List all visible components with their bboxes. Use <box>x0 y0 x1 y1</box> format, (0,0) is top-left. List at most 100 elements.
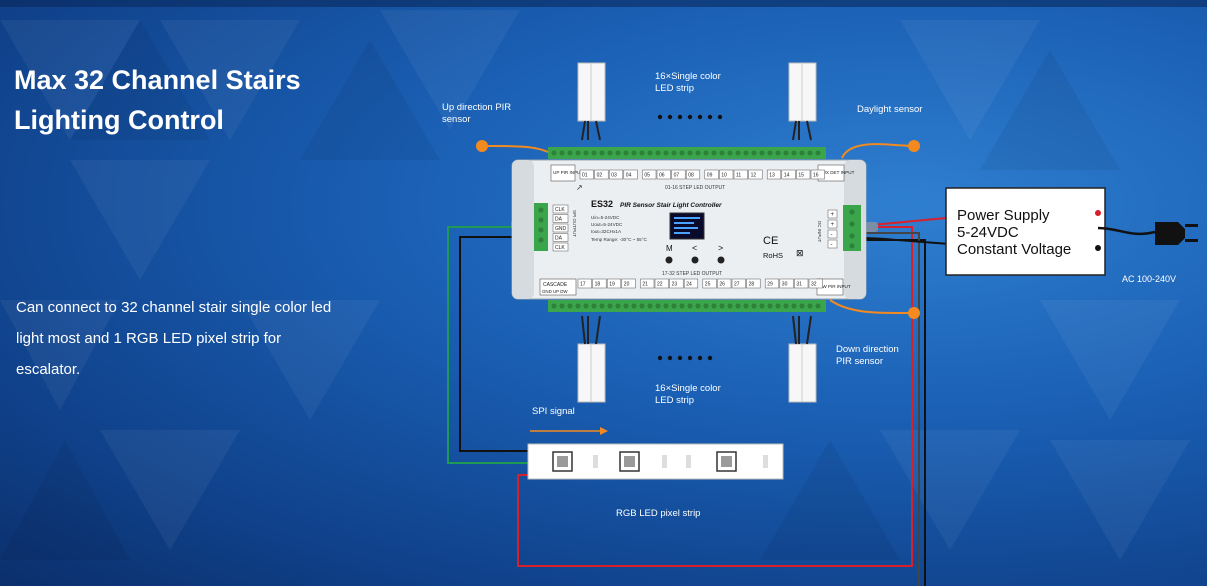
bottom-channel-label-box <box>669 278 684 289</box>
bottom-channel-label-box <box>577 278 592 289</box>
dc-pin-box <box>827 239 838 249</box>
led-strip-top-label: 16×Single color LED strip <box>655 71 721 94</box>
spi-pin-label: GND <box>555 226 567 232</box>
ac-plug-icon <box>1155 222 1198 245</box>
bottom-channel-label: 20 <box>624 282 630 288</box>
cursor-arrow-icon: ↗ <box>576 183 583 192</box>
top-channel-label-box <box>748 169 763 180</box>
power-wire-black <box>862 239 926 586</box>
daylight-sensor-cable <box>841 143 911 159</box>
top-channel-label: 06 <box>659 173 665 179</box>
top-channel-label: 05 <box>644 173 650 179</box>
bottom-channel-label-box <box>702 278 717 289</box>
ac-input-label: AC 100-240V <box>1122 274 1177 284</box>
weee-icon: ⊠ <box>796 249 804 259</box>
power-supply-box <box>945 187 1106 276</box>
up-pir-input-label: UP PIR INPUT <box>553 170 583 175</box>
top-channel-label: 07 <box>674 173 680 179</box>
spi-pin-box <box>552 204 569 214</box>
power-supply-line-1: Power Supply <box>957 207 1050 224</box>
spi-pin-box <box>552 233 569 242</box>
bottom-channel-label: 28 <box>749 282 755 288</box>
ac-cable <box>1097 226 1156 236</box>
top-channel-label: 15 <box>798 173 804 179</box>
spi-pin-label: CLK <box>555 207 565 213</box>
bottom-channel-label-box <box>746 278 761 289</box>
top-channel-label-box <box>642 169 657 180</box>
top-channel-label-box <box>704 169 719 180</box>
spi-pin-box <box>552 223 569 233</box>
dc-terminal-block <box>843 205 861 251</box>
top-channel-label: 03 <box>611 173 617 179</box>
spi-terminal-block <box>534 203 548 251</box>
led-strip-top-right <box>788 62 817 141</box>
controller-flange-left <box>512 160 534 299</box>
ce-mark: CE <box>763 235 778 247</box>
spec-line-3: Iout=32CHx1A <box>591 229 622 234</box>
button-m[interactable] <box>665 256 673 264</box>
top-channel-label-box <box>781 169 796 180</box>
power-supply-line-3: Constant Voltage <box>957 241 1071 258</box>
power-terminal-red <box>1095 210 1101 216</box>
bottom-channel-label-box <box>808 278 823 289</box>
spec-line-4: Temp Range: -30°C ~ 55°C <box>591 237 648 242</box>
daylight-sensor-icon <box>908 140 920 152</box>
button-prev[interactable] <box>691 256 699 264</box>
top-channel-label-box <box>796 169 811 180</box>
led-strip-bottom-label: 16×Single color LED strip <box>655 383 721 406</box>
top-channel-label: 08 <box>688 173 694 179</box>
cascade-sub-label: GND UP DW <box>542 289 568 294</box>
dw-pir-input-label: DW PIR INPUT <box>819 284 851 289</box>
dc-pin-box <box>827 209 838 219</box>
dc-pin-label: + <box>831 222 835 228</box>
bottom-channel-label: 19 <box>609 282 615 288</box>
spi-pin-label: DA <box>555 236 563 242</box>
top-channel-label-box <box>719 169 734 180</box>
led-strip-bottom-left <box>577 315 606 403</box>
rgb-strip-label: RGB LED pixel strip <box>616 508 701 519</box>
title-line-1: Max 32 Channel Stairs <box>14 65 301 95</box>
button-next[interactable] <box>717 256 725 264</box>
down-pir-sensor-cable <box>829 299 911 315</box>
rgb-pixel-strip <box>527 443 784 480</box>
top-channel-label-box <box>685 169 701 180</box>
bottom-channel-label: 31 <box>796 282 802 288</box>
bottom-channel-label-box <box>717 278 732 289</box>
ellipsis-dots-bottom <box>657 355 713 361</box>
top-channel-label: 12 <box>751 173 757 179</box>
power-supply-line-2: 5-24VDC <box>957 224 1019 241</box>
down-pir-label: Down direction PIR sensor <box>836 344 899 367</box>
bottom-channel-label-box <box>683 278 699 289</box>
dc-pin-label: - <box>831 242 833 248</box>
top-channel-label-box <box>671 169 686 180</box>
spec-line-2: Uout=5-24VDC <box>591 222 623 227</box>
spi-pin-box <box>552 214 569 223</box>
led-strip-bottom-right <box>788 315 817 403</box>
bottom-channel-label-box <box>640 278 655 289</box>
bottom-channel-label-box <box>621 278 636 289</box>
cable-clip-right <box>864 222 878 232</box>
top-channel-label: 04 <box>626 173 632 179</box>
top-channel-label-box <box>766 169 782 180</box>
power-wire-red <box>517 226 913 567</box>
dc-pin-label: - <box>831 232 833 238</box>
top-channel-label-box <box>810 169 825 180</box>
bottom-channel-label: 27 <box>734 282 740 288</box>
top-channel-label-box <box>594 169 609 180</box>
controller-model: ES32 <box>591 199 613 209</box>
bottom-channel-label: 25 <box>705 282 711 288</box>
bottom-channel-label-box <box>764 278 780 289</box>
button-next-label: > <box>718 243 723 253</box>
dc-pin-box <box>827 229 838 239</box>
bottom-channel-label: 30 <box>782 282 788 288</box>
bottom-channel-label: 32 <box>811 282 817 288</box>
top-channel-label: 16 <box>813 173 819 179</box>
dc-pin-box <box>827 219 838 229</box>
spi-output-side-label: SPI OUTPUT <box>572 210 577 237</box>
top-channel-label: 10 <box>721 173 727 179</box>
